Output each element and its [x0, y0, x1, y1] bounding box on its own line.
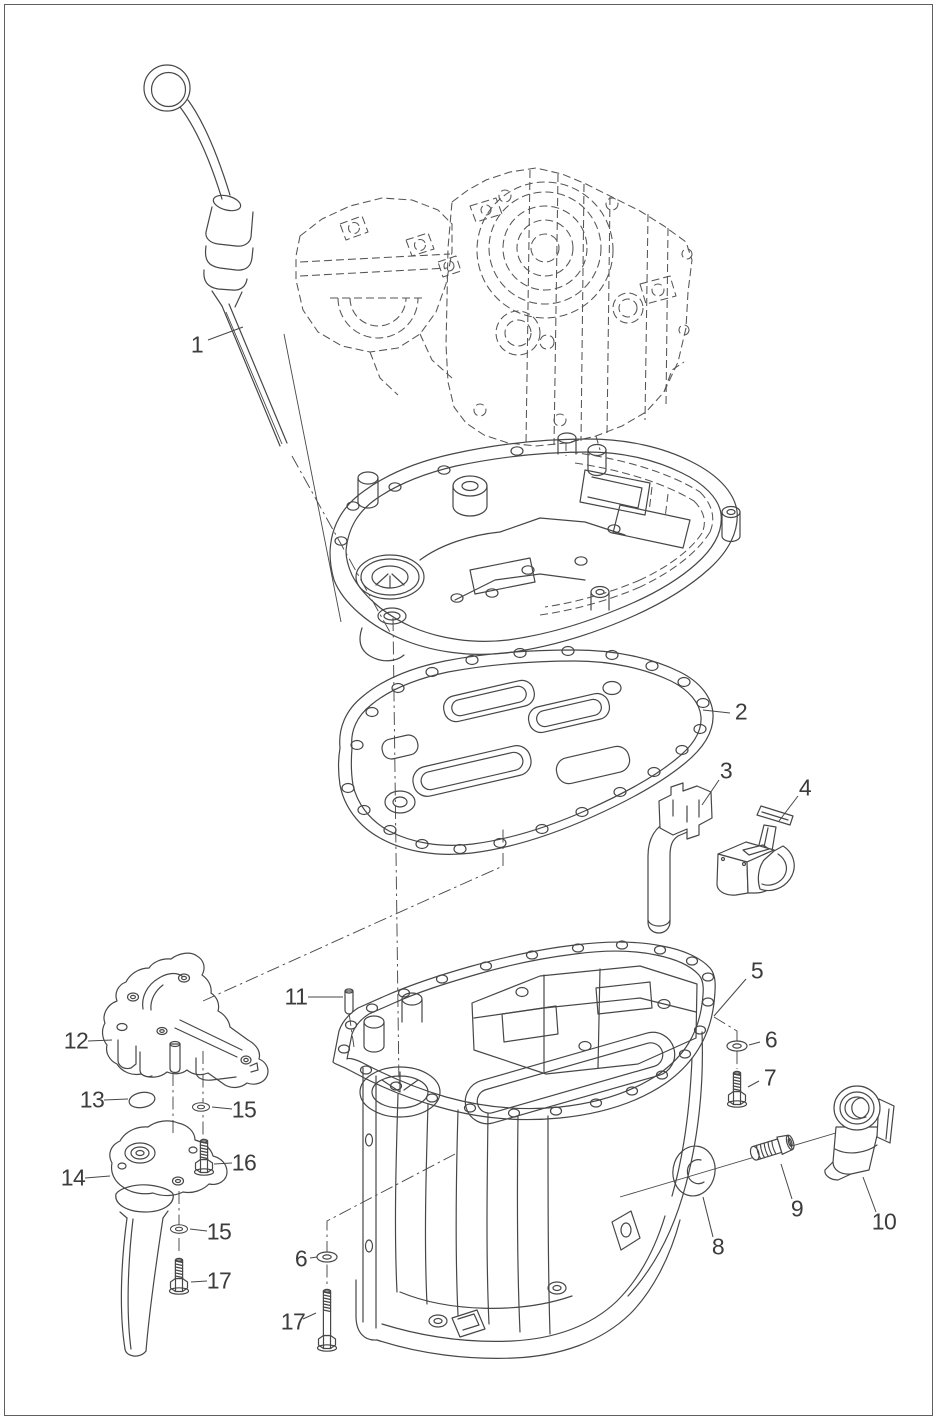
leader-line-13 [103, 1098, 129, 1101]
leader-line-15 [189, 1228, 208, 1232]
leader-line-5 [713, 978, 747, 1017]
leader-line-17 [302, 1312, 317, 1320]
part-number-label-14: 14 [60, 1164, 86, 1191]
part-number-label-1: 1 [190, 331, 204, 358]
leader-line-8 [702, 1196, 714, 1238]
part-number-label-15: 15 [231, 1096, 257, 1123]
part-number-label-8: 8 [711, 1233, 725, 1260]
leader-line-17 [190, 1280, 208, 1283]
leader-line-4 [778, 795, 799, 822]
part-number-label-6: 6 [764, 1026, 778, 1053]
leader-line-15 [211, 1106, 233, 1110]
exhaust-guide-drawing [329, 432, 741, 662]
part-number-label-16: 16 [231, 1149, 257, 1176]
part-number-label-12: 12 [63, 1027, 89, 1054]
mount-damper-drawing [716, 805, 795, 896]
dipstick-drawing [143, 64, 288, 447]
leader-line-10 [862, 1176, 877, 1213]
part-number-label-17: 17 [206, 1267, 232, 1294]
seal-washer-drawing-8 [672, 1145, 716, 1197]
part-number-label-7: 7 [763, 1064, 777, 1091]
drain-plug-drawing-9 [749, 1134, 795, 1161]
gasket-drawing [337, 645, 714, 855]
part-number-label-10: 10 [871, 1208, 897, 1235]
part-number-label-2: 2 [734, 698, 748, 725]
part-number-label-11: 11 [284, 983, 308, 1010]
leader-line-6 [748, 1041, 761, 1046]
leader-line-14 [84, 1175, 111, 1179]
leader-line-12 [87, 1039, 113, 1042]
part-number-label-15: 15 [206, 1218, 232, 1245]
part-number-label-5: 5 [750, 957, 764, 984]
oil-pump-drawing [101, 952, 269, 1089]
part-number-label-13: 13 [79, 1086, 105, 1113]
outlet-fitting-drawing-10 [824, 1085, 895, 1181]
engine-block-drawing [283, 167, 693, 623]
dowel-pin-drawing [344, 988, 354, 1015]
breather-hose-drawing [647, 782, 713, 934]
oil-strainer-drawing [109, 1120, 228, 1357]
leader-line-6 [309, 1256, 318, 1259]
leader-line-16 [213, 1162, 233, 1165]
oil-pan-drawing [332, 940, 716, 1359]
part-number-label-6: 6 [294, 1245, 308, 1272]
part-number-label-3: 3 [719, 757, 733, 784]
centerline-drawings [172, 455, 857, 1286]
o-ring-drawing [128, 1091, 156, 1109]
leader-line-2 [702, 709, 731, 714]
part-number-label-4: 4 [798, 774, 812, 801]
leader-line-9 [780, 1163, 793, 1200]
leader-line-3 [701, 779, 720, 806]
leader-line-7 [747, 1080, 760, 1088]
part-number-label-9: 9 [790, 1195, 804, 1222]
part-number-label-17: 17 [280, 1308, 306, 1335]
leader-line-1 [207, 326, 244, 341]
